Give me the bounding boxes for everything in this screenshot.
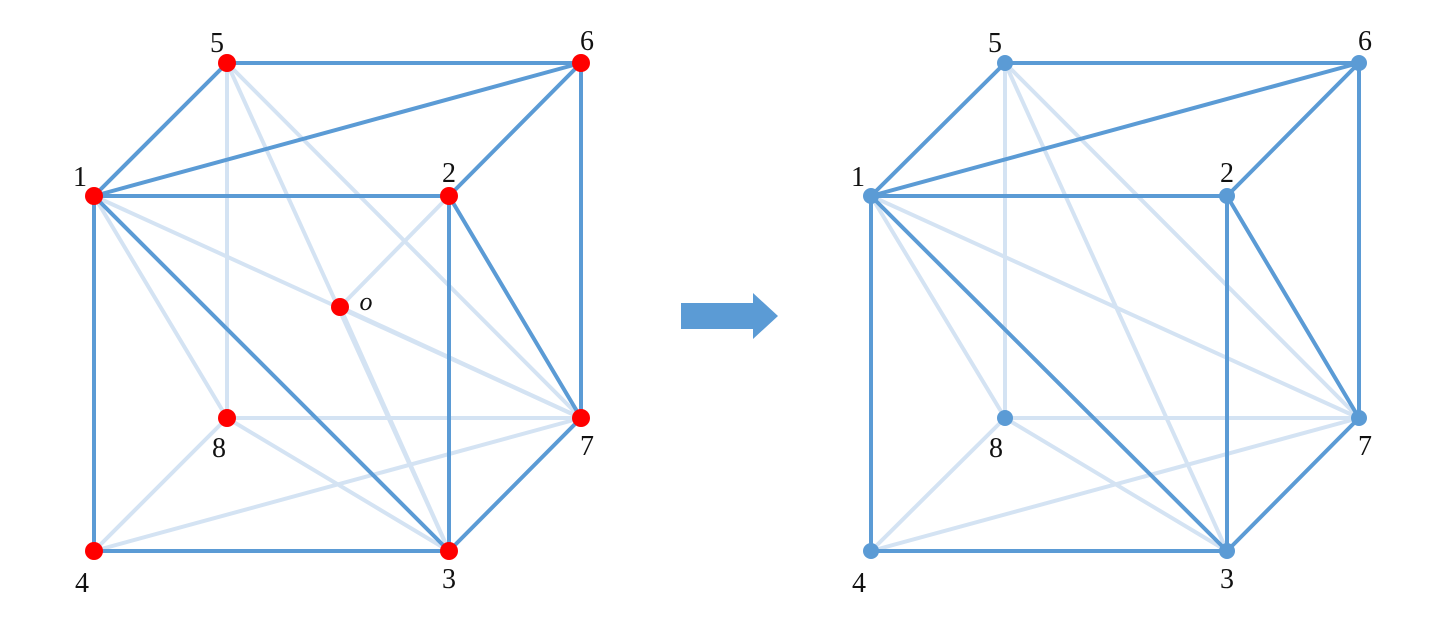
right-cube-diagram: 1 2 3 4 5 6 7 8 xyxy=(851,26,1372,599)
vertex-label-7: 7 xyxy=(580,431,594,462)
vertex-6 xyxy=(1351,55,1367,71)
faint-edge-5-7 xyxy=(1003,61,1361,420)
center-vertex xyxy=(331,298,349,316)
faint-edge-3-8 xyxy=(225,416,451,553)
vertex-label-6: 6 xyxy=(1358,26,1372,57)
edge-3-7 xyxy=(447,416,583,553)
vertex-label-1: 1 xyxy=(73,162,87,193)
edge-1-3 xyxy=(869,194,1229,553)
vertex-5 xyxy=(218,54,236,72)
faint-edge-1-8 xyxy=(92,194,229,420)
vertex-label-4: 4 xyxy=(852,568,866,599)
edge-1-6 xyxy=(92,61,583,198)
edge-6-2 xyxy=(1225,61,1361,198)
vertices xyxy=(863,55,1367,559)
vertex-labels: 1 2 3 4 5 6 7 8 xyxy=(851,26,1372,599)
right-arrow-icon xyxy=(681,293,778,339)
vertex-label-2: 2 xyxy=(442,158,456,189)
faint-edge-4-8 xyxy=(869,416,1007,553)
vertex-label-4: 4 xyxy=(75,568,89,599)
edge-1-3 xyxy=(92,194,451,553)
left-cube-diagram: 1 2 3 4 5 6 7 8 o xyxy=(73,26,594,599)
faint-edge-1-8 xyxy=(869,194,1007,420)
edge-6-2 xyxy=(447,61,583,198)
faint-edge-5-3 xyxy=(1003,61,1229,553)
vertex-7 xyxy=(572,409,590,427)
vertex-5 xyxy=(997,55,1013,71)
vertex-label-3: 3 xyxy=(1220,564,1234,595)
center-label: o xyxy=(360,287,373,316)
faint-edge-o-3 xyxy=(338,305,451,553)
faint-edges xyxy=(869,61,1361,553)
edge-2-7 xyxy=(447,194,583,420)
faint-edge-o-7 xyxy=(338,305,583,420)
faint-edge-o-2 xyxy=(338,194,451,309)
edge-1-5 xyxy=(869,61,1007,198)
vertex-labels: 1 2 3 4 5 6 7 8 o xyxy=(73,26,594,599)
faint-edge-3-8 xyxy=(1003,416,1229,553)
edge-1-5 xyxy=(92,61,229,198)
vertices xyxy=(85,54,590,560)
vertex-2 xyxy=(1219,188,1235,204)
vertex-label-2: 2 xyxy=(1220,158,1234,189)
strong-edges xyxy=(92,61,583,553)
vertex-8 xyxy=(997,410,1013,426)
edge-2-7 xyxy=(1225,194,1361,420)
vertex-1 xyxy=(85,187,103,205)
vertex-label-1: 1 xyxy=(851,162,865,193)
vertex-label-3: 3 xyxy=(442,564,456,595)
strong-edges xyxy=(869,61,1361,553)
vertex-label-7: 7 xyxy=(1358,431,1372,462)
vertex-2 xyxy=(440,187,458,205)
vertex-1 xyxy=(863,188,879,204)
arrow-shape xyxy=(681,293,778,339)
edge-1-6 xyxy=(869,61,1361,198)
vertex-label-5: 5 xyxy=(988,28,1002,59)
vertex-4 xyxy=(863,543,879,559)
vertex-4 xyxy=(85,542,103,560)
vertex-6 xyxy=(572,54,590,72)
edge-3-7 xyxy=(1225,416,1361,553)
vertex-label-6: 6 xyxy=(580,26,594,57)
vertex-3 xyxy=(440,542,458,560)
vertex-8 xyxy=(218,409,236,427)
vertex-label-8: 8 xyxy=(212,433,226,464)
vertex-3 xyxy=(1219,543,1235,559)
vertex-7 xyxy=(1351,410,1367,426)
vertex-label-8: 8 xyxy=(989,433,1003,464)
faint-edge-4-8 xyxy=(92,416,229,553)
vertex-label-5: 5 xyxy=(210,28,224,59)
